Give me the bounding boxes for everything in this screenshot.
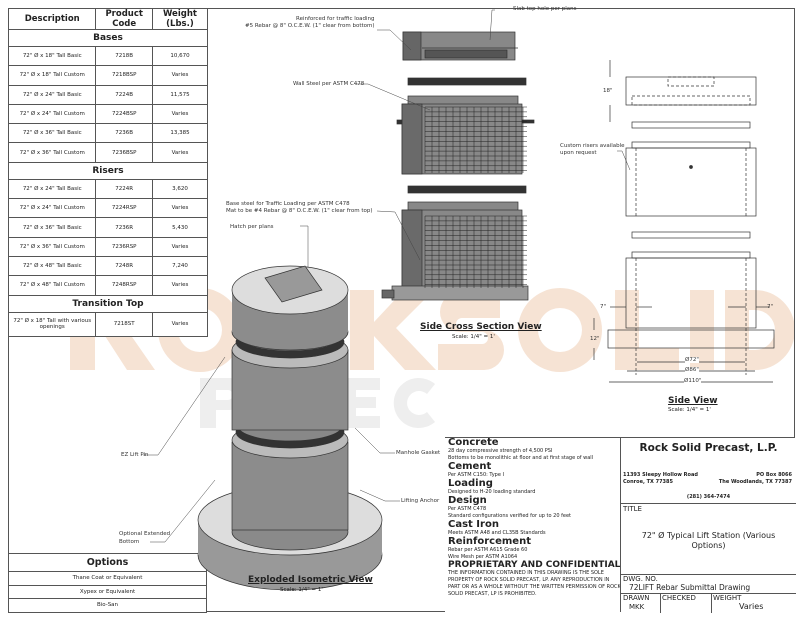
note-line: THE INFORMATION CONTAINED IN THIS DRAWIN… [448,570,621,597]
callout-top-reinforcement: Reinforced for traffic loading #5 Rebar … [245,16,375,29]
side-view-scale: Scale: 1/4" = 1' [668,407,711,413]
watermark-logo-rock-solid [70,288,795,372]
dwg-no: 72LIFT Rebar Submittal Drawing [629,583,751,592]
cell-weight: Varies [151,311,209,337]
note-line: Bottoms to be monolithic at floor and at… [448,455,594,461]
dim-left-offset: 7" [600,304,607,310]
drawn-label: DRAWN [623,594,650,602]
note-line: Rebar per ASTM A615 Grade 60 [448,547,528,553]
note-line: Meets ASTM A48 and CL35B Standards [448,530,546,536]
note-heading: Concrete [448,437,499,448]
rebar-mesh [424,106,527,173]
note-heading: Design [448,495,487,506]
note-line: Wire Mesh per ASTM A1064 [448,554,518,560]
dim-diameter-72: Ø72" [685,357,699,363]
callout-wall-steel: Wall Steel per ASTM C478 [293,81,365,87]
note-line: Per ASTM C478 [448,506,487,512]
cell-weight: Varies [151,275,209,296]
dim-diameter-86: Ø86" [685,367,699,373]
cell-description: 72" Ø x 18" Tall with various openings [7,311,97,337]
note-heading: Cement [448,461,492,472]
section-view-title: Side Cross Section View [420,322,542,332]
cell-description: 72" Ø x 48" Tall Custom [7,275,97,296]
side-view-drawing [593,60,775,383]
cell-weight: Varies [151,142,209,163]
cell-product-code: 7218B [95,45,153,67]
drawn-by: MKK [629,603,645,611]
note-heading: Cast Iron [448,519,499,530]
callout-base-steel: Base steel for Traffic Loading per ASTM … [226,201,373,214]
callout-leaders [143,9,631,543]
isometric-view-drawing [197,265,383,591]
note-heading: PROPRIETARY AND CONFIDENTIAL [448,560,621,570]
callout-extended-bottom: Optional Extended Bottom [119,531,171,545]
iso-view-scale: Scale: 1/4" = 1' [280,587,323,593]
phone-number: (281) 364-7474 [686,494,731,500]
note-heading: Loading [448,478,493,489]
callout-hatch: Hatch per plans [230,224,274,230]
note-line: 28 day compressive strength of 4,500 PSI [448,448,553,454]
note-line: Standard configurations verified for up … [448,513,571,519]
callout-ez-lift-pin: EZ Lift Pin [121,452,149,458]
cell-product-code: 7218ST [95,311,153,337]
note-line: Designed to H-20 loading standard [448,489,536,495]
callout-slab-hole: Slab top hole per plans [513,6,577,12]
note-heading: Reinforcement [448,536,531,547]
callout-manhole-gasket: Manhole Gasket [396,450,441,456]
option-item: Bio-San [8,598,207,613]
drawing-title: 72" Ø Typical Lift Station (Various Opti… [641,531,776,550]
note-line: Per ASTM C150: Type I [448,472,504,478]
title-label: TITLE [623,505,642,513]
callout-lifting-anchor: Lifting Anchor [401,498,440,504]
product-spec-table: Description Product Code Weight (Lbs.) B… [7,8,209,337]
cell-product-code: 7236BSP [95,142,153,163]
iso-view-title: Exploded Isometric View [248,575,373,585]
options-table: Options Thane Coat or Equivalent Xypex o… [8,553,207,613]
dwg-no-label: DWG. NO. [623,575,658,583]
rebar-mesh [424,215,527,288]
title-block: Rock Solid Precast, L.P. 11393 Sleepy Ho… [620,437,796,613]
company-name: Rock Solid Precast, L.P. [639,442,778,454]
weight-value: Varies [739,602,764,611]
weight-label: WEIGHT [713,594,742,602]
cell-weight: 5,430 [151,217,209,238]
dim-right-offset: 7" [767,304,774,310]
side-view-title: Side View [668,396,718,406]
dim-base-height: 12" [590,336,600,342]
checked-label: CHECKED [662,594,696,602]
section-view-scale: Scale: 1/4" = 1' [452,334,495,340]
cell-description: 72" Ø x 36" Tall Custom [7,142,97,163]
callout-custom-risers: Custom risers available upon request [560,143,625,156]
dim-top-height: 18" [603,88,613,94]
cell-product-code: 7248RSP [95,275,153,296]
dim-diameter-110: Ø110" [684,378,702,384]
